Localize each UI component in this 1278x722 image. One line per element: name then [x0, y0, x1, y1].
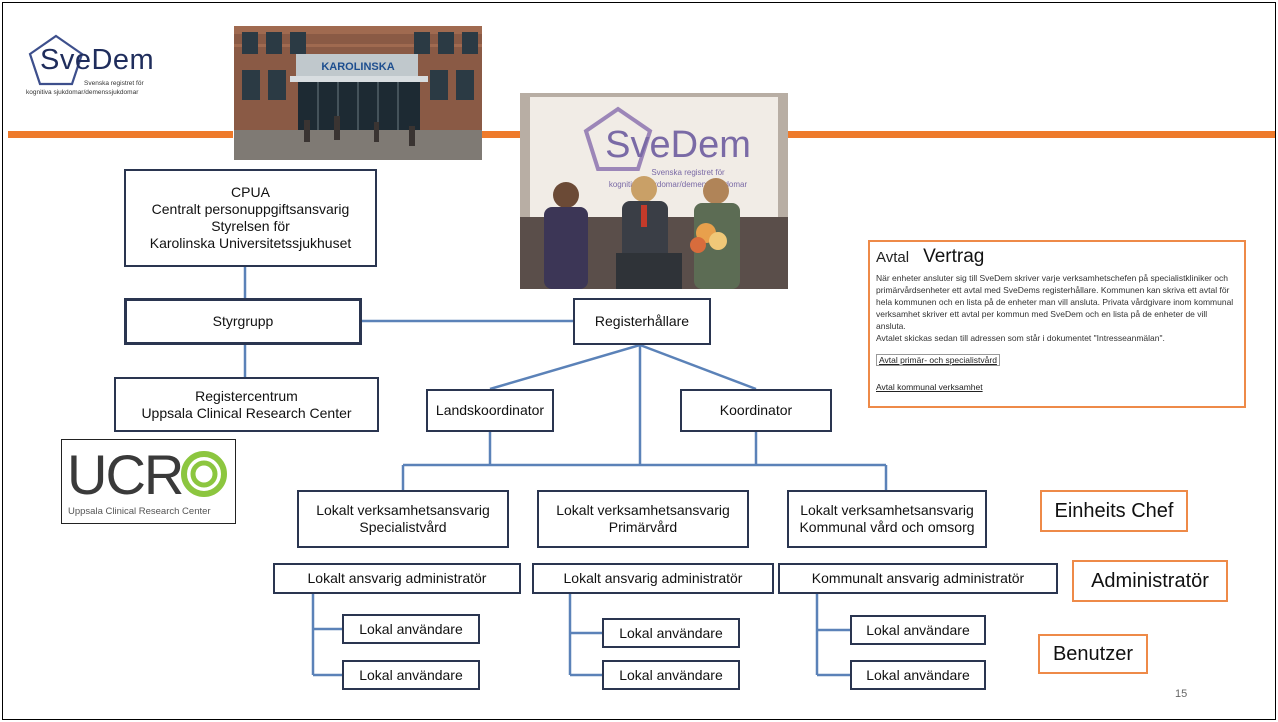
user-specialistvard-1: Lokal användare	[342, 614, 480, 644]
contract-body-line: ansluta.	[876, 321, 906, 331]
styrgrupp-label: Styrgrupp	[212, 313, 274, 329]
unit-head-line-2: Primärvård	[608, 519, 678, 535]
registerhallare-label: Registerhållare	[594, 313, 690, 329]
ucr-swirl-icon	[181, 451, 227, 497]
cpua-line-3: Styrelsen för	[211, 218, 290, 234]
cpua-box: CPUA Centralt personuppgiftsansvarig Sty…	[124, 169, 377, 267]
registercentrum-box: Registercentrum Uppsala Clinical Researc…	[114, 377, 379, 432]
user-kommunal-1: Lokal användare	[850, 615, 986, 645]
admin-label: Lokalt ansvarig administratör	[307, 570, 487, 586]
building-sign-text: KAROLINSKA	[321, 61, 394, 73]
unit-head-primarvard: Lokalt verksamhetsansvarig Primärvård	[537, 490, 749, 548]
karolinska-building-photo: KAROLINSKA	[234, 26, 482, 160]
page-number: 15	[1175, 688, 1188, 700]
header-bar-left	[8, 131, 233, 138]
styrgrupp-box: Styrgrupp	[124, 298, 362, 345]
ucr-logo-tagline: Uppsala Clinical Research Center	[68, 506, 211, 517]
header-bar-right	[788, 131, 1275, 138]
unit-head-specialistvard: Lokalt verksamhetsansvarig Specialistvår…	[297, 490, 509, 548]
label-administrator-text: Administratör	[1091, 569, 1209, 592]
unit-head-kommunal: Lokalt verksamhetsansvarig Kommunal vård…	[787, 490, 987, 548]
user-primarvard-1: Lokal användare	[602, 618, 740, 648]
ucr-logo: UCR Uppsala Clinical Research Center	[61, 439, 236, 524]
contract-body-line: primärvårdsenheter ett avtal med SveDems…	[876, 285, 1230, 295]
svedem-logo-tagline-2: kognitiva sjukdomar/demenssjukdomar	[26, 89, 139, 96]
svedem-logo: SveDem Svenska registret för kognitiva s…	[18, 32, 213, 102]
contract-link-kommunal[interactable]: Avtal kommunal verksamhet	[876, 382, 983, 392]
admin-primarvard: Lokalt ansvarig administratör	[532, 563, 774, 594]
presentation-screen-title: SveDem	[605, 124, 751, 166]
contract-info-box: Avtal Vertrag När enheter ansluter sig t…	[868, 240, 1246, 408]
admin-kommunal: Kommunalt ansvarig administratör	[778, 563, 1058, 594]
label-benutzer-text: Benutzer	[1052, 642, 1134, 665]
contract-body-line: Avtalet skickas sedan till adressen som …	[876, 333, 1165, 343]
registercentrum-line-1: Registercentrum	[195, 387, 298, 404]
koordinator-box: Koordinator	[680, 389, 832, 432]
ucr-logo-name: UCR	[67, 443, 184, 506]
presentation-screen-sub-2: kognitiva sjukdomar/demenssjukdomar	[609, 180, 748, 189]
unit-head-line-1: Lokalt verksamhetsansvarig	[316, 502, 490, 518]
user-kommunal-2: Lokal användare	[850, 660, 986, 690]
user-label: Lokal användare	[359, 666, 463, 683]
contract-header: Avtal Vertrag	[876, 246, 1238, 268]
user-label: Lokal användare	[866, 621, 970, 638]
unit-head-line-2: Kommunal vård och omsorg	[799, 519, 975, 535]
landskoordinator-label: Landskoordinator	[435, 402, 545, 418]
contract-title-de: Vertrag	[923, 246, 985, 267]
contract-body: När enheter ansluter sig till SveDem skr…	[876, 272, 1238, 344]
cpua-line-1: CPUA	[231, 184, 270, 200]
contract-link-primar-specialist[interactable]: Avtal primär- och specialistvård	[876, 354, 1000, 366]
user-primarvard-2: Lokal användare	[602, 660, 740, 690]
cpua-line-4: Karolinska Universitetssjukhuset	[149, 235, 352, 251]
contract-body-line: När enheter ansluter sig till SveDem skr…	[876, 273, 1228, 283]
user-specialistvard-2: Lokal användare	[342, 660, 480, 690]
unit-head-line-1: Lokalt verksamhetsansvarig	[800, 502, 974, 518]
label-einheits-chef: Einheits Chef	[1040, 490, 1188, 532]
user-label: Lokal användare	[359, 620, 463, 637]
label-administrator: Administratör	[1072, 560, 1228, 602]
unit-head-line-2: Specialistvård	[359, 519, 447, 535]
contract-body-line: verksamhet skriver ett avtal per kommun …	[876, 309, 1208, 319]
unit-head-line-1: Lokalt verksamhetsansvarig	[556, 502, 730, 518]
label-einheits-chef-text: Einheits Chef	[1054, 499, 1174, 522]
label-benutzer: Benutzer	[1038, 634, 1148, 674]
pentagon-icon	[28, 34, 84, 86]
svedem-logo-name: SveDem	[40, 44, 155, 76]
user-label: Lokal användare	[866, 666, 970, 683]
header-bar-middle	[482, 131, 520, 138]
presentation-screen-sub-1: Svenska registret för	[651, 168, 725, 177]
presentation-photo: SveDem Svenska registret för kognitiva s…	[520, 93, 788, 289]
registerhallare-box: Registerhållare	[573, 298, 711, 345]
contract-body-line: hela kommunen och en lista på de enheter…	[876, 297, 1234, 307]
landskoordinator-box: Landskoordinator	[426, 389, 554, 432]
user-label: Lokal användare	[619, 666, 723, 683]
admin-label: Lokalt ansvarig administratör	[563, 570, 743, 586]
svedem-logo-tagline-1: Svenska registret för	[84, 80, 144, 87]
admin-label: Kommunalt ansvarig administratör	[811, 570, 1025, 586]
user-label: Lokal användare	[619, 624, 723, 641]
contract-title: Avtal	[876, 249, 910, 266]
presentation-illustration: SveDem Svenska registret för kognitiva s…	[520, 93, 788, 289]
koordinator-label: Koordinator	[719, 402, 793, 418]
registercentrum-line-2: Uppsala Clinical Research Center	[141, 404, 352, 421]
cpua-line-2: Centralt personuppgiftsansvarig	[151, 201, 350, 217]
building-illustration: KAROLINSKA	[234, 26, 482, 160]
admin-specialistvard: Lokalt ansvarig administratör	[273, 563, 521, 594]
